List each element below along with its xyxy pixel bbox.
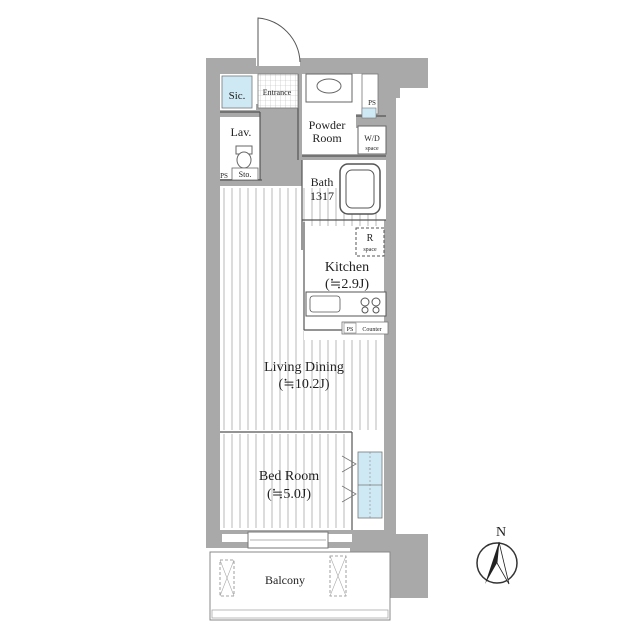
r-space-label: space bbox=[363, 247, 377, 253]
bedroom-floor-pattern bbox=[223, 434, 345, 528]
sic-closet bbox=[221, 75, 253, 109]
kitchen-area-label: (≒2.9J) bbox=[325, 277, 369, 292]
ps-label-kitchen: PS bbox=[347, 327, 354, 333]
ps-label-left: PS bbox=[220, 172, 228, 180]
r-label: R bbox=[367, 233, 374, 244]
counter-label: Counter bbox=[362, 327, 381, 333]
bed-room-area-label: (≒5.0J) bbox=[267, 487, 311, 502]
bath-size-label: 1317 bbox=[310, 189, 334, 203]
living-floor-pattern bbox=[223, 188, 377, 430]
kitchen-label: Kitchen bbox=[325, 260, 369, 275]
ps-label-top: PS bbox=[368, 99, 376, 107]
living-dining-label: Living Dining bbox=[264, 360, 344, 375]
balcony-area bbox=[209, 551, 391, 621]
r-space bbox=[355, 227, 385, 257]
entrance-floor bbox=[257, 73, 299, 109]
storage-box bbox=[231, 167, 259, 181]
wd-space-label: space bbox=[365, 146, 379, 152]
powder-room-label-2: Room bbox=[312, 131, 342, 145]
toilet-fixture bbox=[235, 145, 253, 169]
sto-label: Sto. bbox=[239, 170, 252, 179]
lav-label: Lav. bbox=[231, 125, 252, 139]
bed-room-label: Bed Room bbox=[259, 469, 319, 484]
sic-label: Sic. bbox=[229, 90, 246, 102]
kitchen-counter bbox=[305, 291, 387, 317]
entrance-label: Entrance bbox=[263, 88, 292, 97]
sink-fixture bbox=[305, 73, 353, 103]
north-compass-icon bbox=[476, 541, 518, 585]
bath-label: Bath bbox=[311, 175, 334, 189]
balcony-label: Balcony bbox=[265, 573, 305, 587]
north-label: N bbox=[496, 525, 506, 540]
wd-space bbox=[357, 125, 387, 155]
entrance-door bbox=[257, 17, 301, 66]
powder-room-label: Powder bbox=[309, 118, 346, 132]
bedroom-closet bbox=[341, 451, 383, 519]
wd-label: W/D bbox=[364, 134, 380, 143]
living-dining-area-label: (≒10.2J) bbox=[278, 377, 329, 392]
